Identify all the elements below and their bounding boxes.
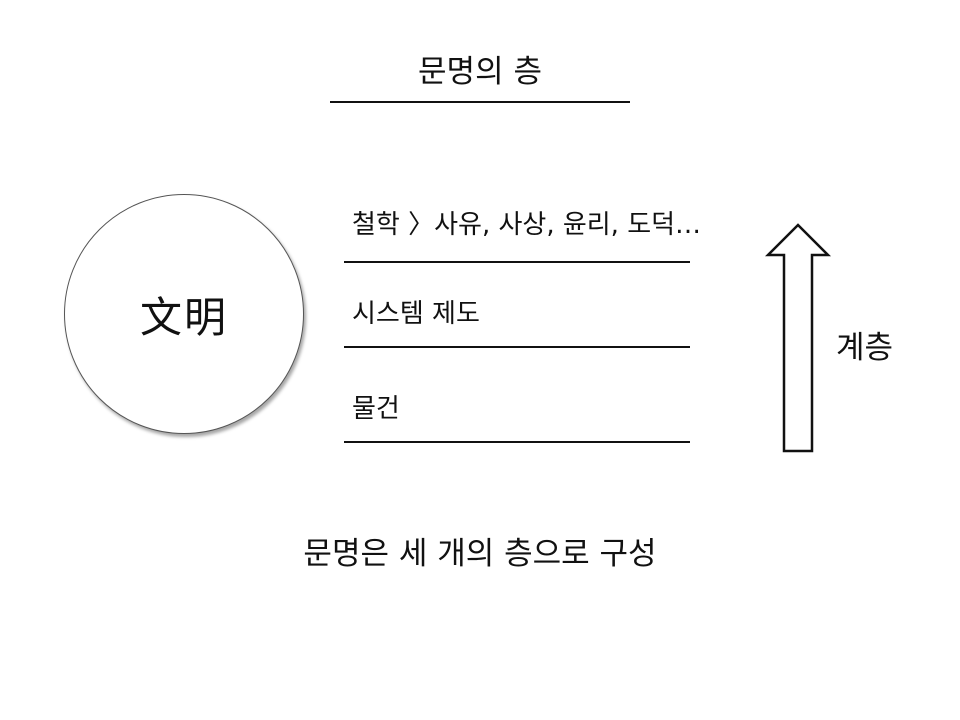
hierarchy-label: 계층 (836, 330, 894, 366)
summary-text: 문명은 세 개의 층으로 구성 (303, 536, 657, 572)
layer-system-label: 시스템 제도 (352, 299, 480, 329)
page-title: 문명의 층 (418, 54, 542, 90)
civilization-label: 文明 (139, 292, 228, 342)
layer-philosophy-line (344, 261, 690, 263)
layer-objects-label: 물건 (352, 394, 400, 424)
layer-philosophy-label: 철학 〉사유, 사상, 윤리, 도덕… (352, 210, 702, 240)
layer-system-line (344, 346, 690, 348)
hierarchy-up-arrow-icon (764, 223, 832, 453)
layer-objects-line (344, 441, 690, 443)
title-underline (330, 101, 630, 103)
civilization-circle: 文明 (64, 194, 304, 434)
